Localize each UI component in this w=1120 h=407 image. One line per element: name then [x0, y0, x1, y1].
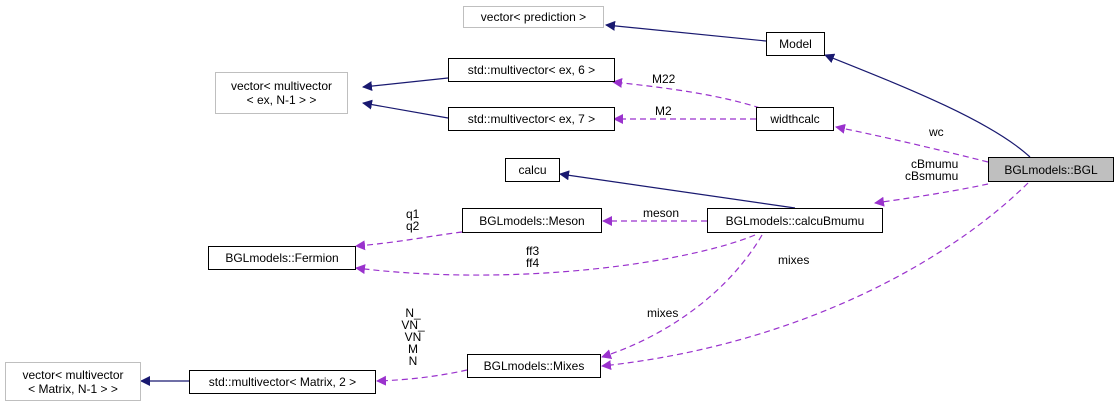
edge-label-ff-line1: ff3 [526, 244, 540, 258]
node-multivector-ex-7[interactable]: std::multivector< ex, 7 > [448, 107, 615, 131]
edge-meson-q [355, 231, 463, 251]
node-vector-multivector-ex-line2: < ex, N-1 > > [246, 93, 317, 107]
node-multivector-ex-6-label: std::multivector< ex, 6 > [467, 63, 596, 77]
edge-label-q: q1 q2 [406, 208, 419, 232]
edge-label-meson: meson [643, 206, 680, 220]
node-widthcalc-label: widthcalc [770, 112, 820, 126]
edge-label-ff-line2: ff4 [526, 256, 540, 270]
node-calcu-bmumu[interactable]: BGLmodels::calcuBmumu [707, 208, 883, 233]
edge-mv6-to-vector-multivector-ex [362, 77, 449, 92]
edge-label-m2: M2 [655, 104, 672, 118]
node-multivector-ex-7-label: std::multivector< ex, 7 > [467, 112, 596, 126]
edge-label-q-line1: q1 [406, 207, 420, 221]
edge-label-mixes-calcu: mixes [647, 306, 679, 320]
node-bgl[interactable]: BGLmodels::BGL [988, 157, 1114, 182]
node-vector-multivector-ex[interactable]: vector< multivector< ex, N-1 > > [215, 72, 348, 114]
node-mixes[interactable]: BGLmodels::Mixes [467, 354, 601, 378]
node-vector-multivector-matrix[interactable]: vector< multivector< Matrix, N-1 > > [5, 362, 141, 401]
edge-bgl-cbmumu [874, 183, 989, 207]
edge-label-ff: ff3 ff4 [526, 245, 539, 269]
edge-label-wc: wc [929, 125, 944, 139]
edge-mv7-to-vector-multivector-ex [362, 99, 449, 119]
node-calcu-label: calcu [518, 163, 547, 177]
edge-label-m22: M22 [652, 72, 676, 86]
node-bgl-label: BGLmodels::BGL [1004, 162, 1098, 177]
node-widthcalc[interactable]: widthcalc [756, 107, 834, 131]
node-mixes-label: BGLmodels::Mixes [483, 359, 585, 373]
edge-label-q-line2: q2 [406, 219, 420, 233]
edge-bgl-mixes [601, 182, 1029, 371]
node-vector-multivector-ex-line1: vector< multivector [230, 79, 333, 93]
edge-label-n-line4: M [408, 342, 418, 356]
node-multivector-matrix-2-label: std::multivector< Matrix, 2 > [208, 375, 357, 389]
edge-label-n-line1: N_ [405, 306, 421, 320]
edge-widthcalc-m22 [612, 77, 761, 109]
node-fermion[interactable]: BGLmodels::Fermion [208, 246, 356, 270]
edge-bgl-wc [835, 123, 989, 163]
edge-label-cbmumu-line1: cBmumu [911, 157, 959, 171]
edge-label-n-line2: VN_ [401, 318, 425, 332]
node-vector-prediction-label: vector< prediction > [480, 10, 587, 24]
edge-model-to-vector-prediction [605, 20, 767, 42]
node-model[interactable]: Model [766, 32, 825, 56]
node-vector-prediction[interactable]: vector< prediction > [463, 6, 604, 28]
edge-label-n: N_ VN_ VN M N [396, 307, 430, 367]
node-model-label: Model [779, 37, 812, 51]
edge-bgl-to-model [824, 53, 1031, 158]
node-vector-multivector-matrix-line1: vector< multivector [22, 367, 124, 382]
edge-label-mixes-bgl: mixes [778, 253, 810, 267]
edge-label-cbmumu-line2: cBsmumu [905, 169, 959, 183]
node-fermion-label: BGLmodels::Fermion [225, 251, 339, 265]
edge-calcubmumu-to-calcu [559, 170, 796, 209]
edge-mixes-n [376, 369, 468, 386]
edge-calcubmumu-ff [355, 234, 756, 276]
node-multivector-ex-6[interactable]: std::multivector< ex, 6 > [448, 58, 615, 82]
node-multivector-matrix-2[interactable]: std::multivector< Matrix, 2 > [189, 370, 376, 394]
edge-calcubmumu-mixes [601, 234, 763, 359]
node-meson[interactable]: BGLmodels::Meson [462, 208, 602, 233]
node-meson-label: BGLmodels::Meson [479, 213, 585, 228]
edge-label-n-line3: VN [404, 330, 422, 344]
node-calcu[interactable]: calcu [505, 158, 560, 182]
edge-label-cbmumu: cBmumu cBsmumu [905, 158, 958, 182]
node-vector-multivector-matrix-line2: < Matrix, N-1 > > [28, 381, 118, 396]
edge-label-n-line5: N [408, 354, 418, 368]
node-calcu-bmumu-label: BGLmodels::calcuBmumu [725, 213, 865, 228]
